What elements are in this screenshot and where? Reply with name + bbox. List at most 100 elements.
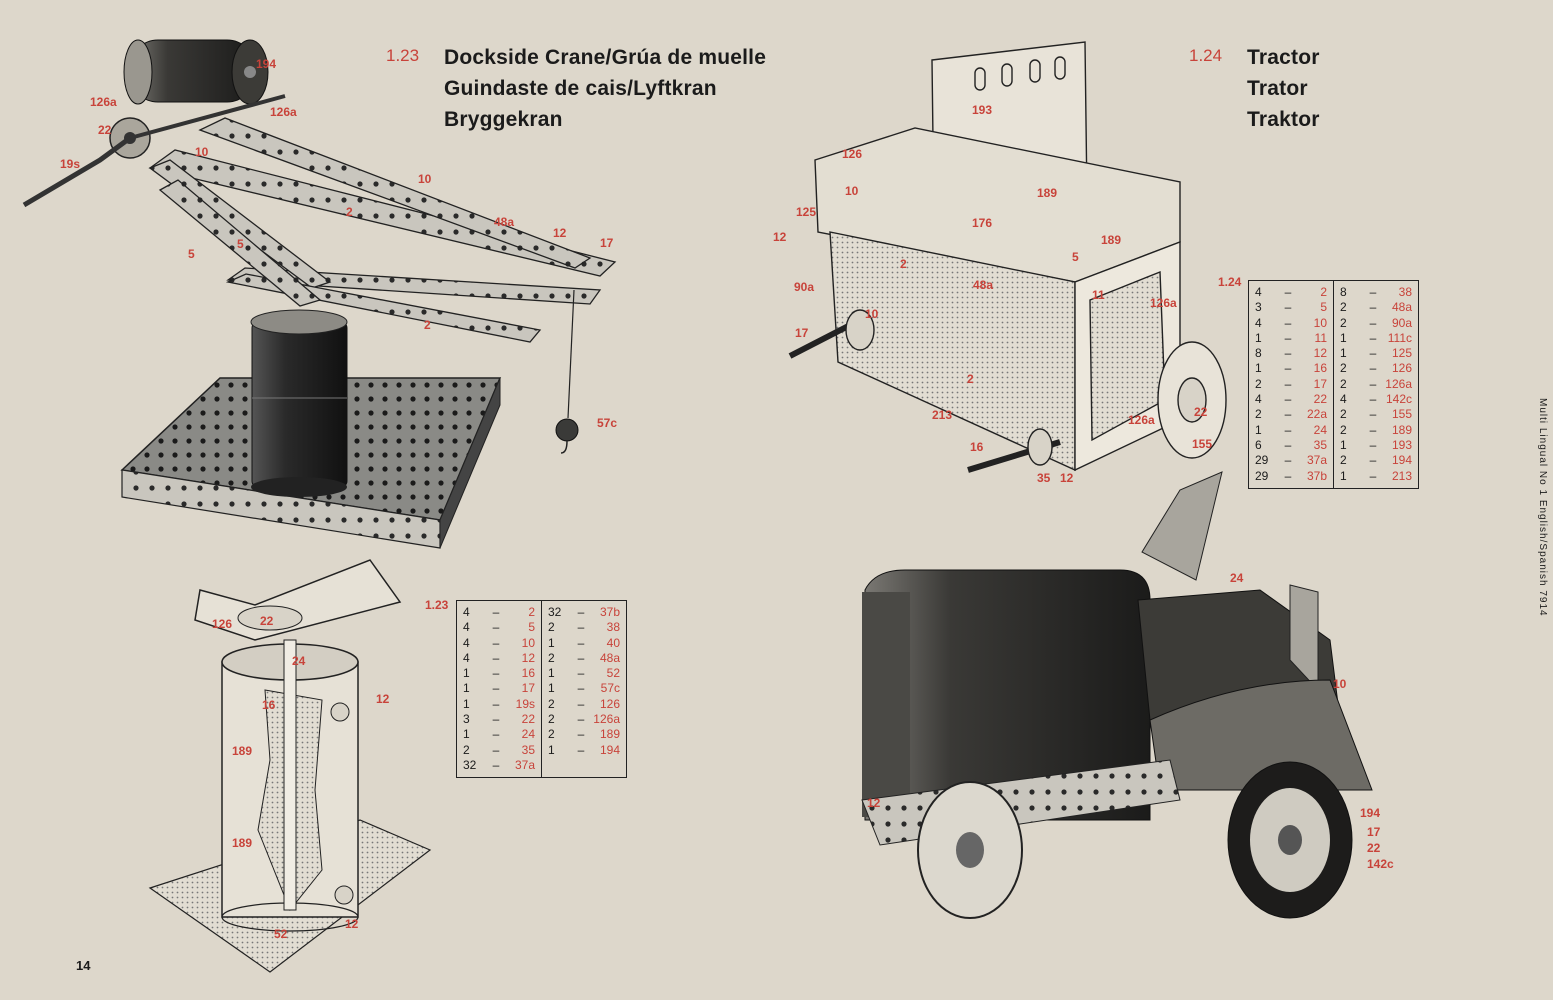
- part-label: 126a: [1128, 413, 1155, 427]
- parts-number: 11: [1314, 330, 1327, 345]
- parts-number: 19s: [515, 696, 535, 711]
- parts-quantity: 1: [548, 635, 555, 650]
- parts-row: 1–193: [1340, 438, 1412, 453]
- parts-dash: –: [577, 681, 585, 696]
- part-label: 5: [237, 237, 244, 251]
- parts-quantity: 1: [1340, 346, 1347, 361]
- parts-quantity: 2: [1340, 376, 1347, 391]
- parts-row: 2–38: [548, 620, 620, 635]
- parts-row: 1 – 24: [463, 727, 535, 742]
- parts-quantity: 2: [1340, 315, 1347, 330]
- parts-quantity: 2: [1340, 422, 1347, 437]
- parts-quantity: 2: [1340, 407, 1347, 422]
- parts-number: 37b: [599, 605, 620, 619]
- part-label: 155: [1192, 437, 1213, 451]
- parts-row: 2–126: [548, 697, 620, 712]
- parts-number: 193: [1391, 437, 1412, 452]
- part-label: 22: [98, 123, 112, 137]
- parts-quantity: 1: [1255, 330, 1262, 345]
- parts-row: 8–12: [1255, 346, 1327, 361]
- parts-quantity: 29: [1255, 453, 1269, 468]
- parts-number: 125: [1391, 346, 1412, 361]
- parts-number: 38: [606, 620, 620, 635]
- parts-row: 2–126: [1340, 361, 1412, 376]
- part-label: 189: [1037, 186, 1058, 200]
- parts-row: 2–48a: [548, 651, 620, 666]
- parts-dash: –: [1369, 315, 1377, 330]
- crane-winch-drum: [123, 39, 269, 105]
- tractor-title: Tractor Trator Traktor: [1247, 42, 1320, 135]
- parts-number: 17: [521, 681, 535, 696]
- parts-number: 37a: [1306, 453, 1327, 468]
- part-label: 2: [424, 318, 431, 332]
- parts-quantity: 32: [548, 605, 562, 619]
- part-label: 10: [865, 307, 879, 321]
- parts-quantity: 1: [548, 681, 555, 696]
- parts-number: 142c: [1385, 392, 1412, 407]
- parts-row: 4–2: [1255, 285, 1327, 300]
- part-label: 10: [845, 184, 859, 198]
- parts-row: 29–37b: [1255, 469, 1327, 484]
- parts-quantity: 29: [1255, 468, 1269, 483]
- part-label: 125: [796, 205, 817, 219]
- part-label: 2: [900, 257, 907, 271]
- parts-dash: –: [1284, 330, 1292, 345]
- crane-column: [250, 309, 348, 497]
- tractor-title-line: Traktor: [1247, 108, 1320, 131]
- part-label: 24: [1230, 571, 1244, 585]
- parts-dash: –: [492, 727, 500, 742]
- parts-number: 22: [521, 712, 535, 727]
- parts-row: 2–126a: [548, 712, 620, 727]
- parts-row: 32–37b: [548, 605, 620, 620]
- parts-dash: –: [492, 635, 500, 650]
- parts-row: 4–142c: [1340, 392, 1412, 407]
- parts-dash: –: [492, 681, 500, 696]
- part-label: 22: [1367, 841, 1381, 855]
- parts-quantity: 2: [1340, 361, 1347, 376]
- part-label: 126a: [90, 95, 117, 109]
- parts-number: 111c: [1387, 330, 1412, 345]
- parts-number: 35: [1313, 437, 1327, 452]
- parts-number: 24: [521, 727, 535, 742]
- part-label: 193: [972, 103, 993, 117]
- parts-quantity: 4: [463, 605, 470, 619]
- part-label: 11: [1092, 288, 1105, 302]
- parts-row: 1–16: [1255, 361, 1327, 376]
- parts-dash: –: [1284, 346, 1292, 361]
- part-label: 16: [262, 698, 276, 712]
- parts-number: 38: [1398, 285, 1412, 299]
- parts-quantity: 2: [548, 650, 555, 665]
- parts-dash: –: [1284, 422, 1292, 437]
- part-label: 142c: [1367, 857, 1394, 871]
- parts-number: 194: [599, 742, 620, 757]
- parts-number: 22a: [1306, 407, 1327, 422]
- parts-dash: –: [1284, 361, 1292, 376]
- part-label: 12: [773, 230, 787, 244]
- parts-number: 10: [1313, 315, 1327, 330]
- parts-quantity: 1: [463, 727, 470, 742]
- parts-dash: –: [1369, 300, 1377, 315]
- parts-number: 126a: [1385, 376, 1412, 391]
- parts-quantity: 1: [1340, 437, 1347, 452]
- parts-row: 4–10: [1255, 316, 1327, 331]
- part-label: 10: [418, 172, 432, 186]
- part-label: 10: [1333, 677, 1347, 691]
- crane-title-line: Guindaste de cais/Lyftkran: [444, 77, 717, 100]
- parts-quantity: 2: [1255, 407, 1262, 422]
- parts-quantity: 1: [463, 696, 470, 711]
- parts-number: 12: [1313, 346, 1327, 361]
- parts-dash: –: [492, 650, 500, 665]
- parts-row: 1–194: [548, 743, 620, 758]
- parts-number: 16: [521, 666, 535, 681]
- parts-row: 1–125: [1340, 346, 1412, 361]
- part-label: 12: [376, 692, 390, 706]
- tractor-photo: [861, 471, 1373, 919]
- parts-row: 1–111c: [1340, 331, 1412, 346]
- part-label: 48a: [494, 215, 515, 229]
- parts-dash: –: [1369, 285, 1377, 299]
- part-label: 12: [1060, 471, 1074, 485]
- parts-number: 5: [1320, 300, 1327, 315]
- parts-quantity: 2: [1340, 453, 1347, 468]
